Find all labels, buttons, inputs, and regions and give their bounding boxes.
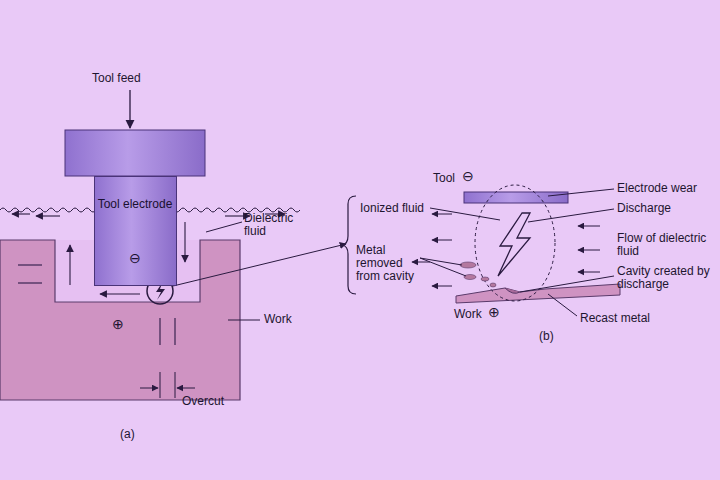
bracket <box>342 196 356 294</box>
annotation-label: Cavity created by discharge <box>617 265 713 291</box>
cavity <box>505 288 520 293</box>
tool-electrode: Tool electrode ⊖ <box>94 176 177 286</box>
work-plate <box>456 284 620 303</box>
discharge-spark <box>498 213 530 276</box>
annotation-label: Electrode wear <box>617 182 697 195</box>
node-label: Tool electrode <box>98 198 173 211</box>
zoom-leader <box>173 244 346 286</box>
annotation-label: Work <box>454 308 482 321</box>
metal-particles <box>460 262 496 287</box>
figure-label: (b) <box>539 330 554 343</box>
leader-lines-b <box>420 189 614 316</box>
dimension-label: Overcut <box>182 395 224 408</box>
annotation-label: Dielectric fluid <box>244 212 314 238</box>
annotation-label: Work <box>264 313 292 326</box>
polarity-sign: ⊖ <box>129 252 141 265</box>
annotation-label: Flow of dielectric fluid <box>617 232 713 258</box>
annotation-label: Discharge <box>617 202 671 215</box>
annotation-label: Ionized fluid <box>360 202 424 215</box>
figure-label: (a) <box>120 428 135 441</box>
annotation-label: Recast metal <box>580 312 650 325</box>
tool-plate <box>464 192 568 203</box>
annotation-label: Metal removed from cavity <box>356 244 418 283</box>
feed-arrow <box>129 90 130 128</box>
discharge-zone <box>475 185 555 301</box>
annotation-label: Tool feed <box>92 72 141 85</box>
tool-holder <box>65 130 205 176</box>
polarity-sign: ⊖ <box>462 170 474 183</box>
polarity-sign: ⊕ <box>112 318 124 331</box>
polarity-sign: ⊕ <box>488 306 500 319</box>
annotation-label: Tool <box>433 172 455 185</box>
flow-arrows-b <box>412 214 600 286</box>
